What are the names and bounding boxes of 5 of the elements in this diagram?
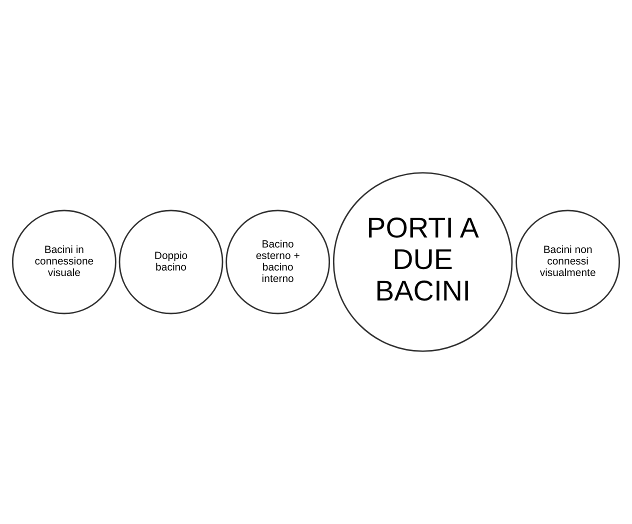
node-circle: PORTI A DUE BACINI xyxy=(332,172,513,352)
node-circle: Bacini in connessione visuale xyxy=(12,210,116,314)
node-circle: Bacini non connessi visualmente xyxy=(516,210,620,314)
node-circle: Bacino esterno + bacino interno xyxy=(226,210,330,314)
node-circle: Doppio bacino xyxy=(118,210,224,314)
